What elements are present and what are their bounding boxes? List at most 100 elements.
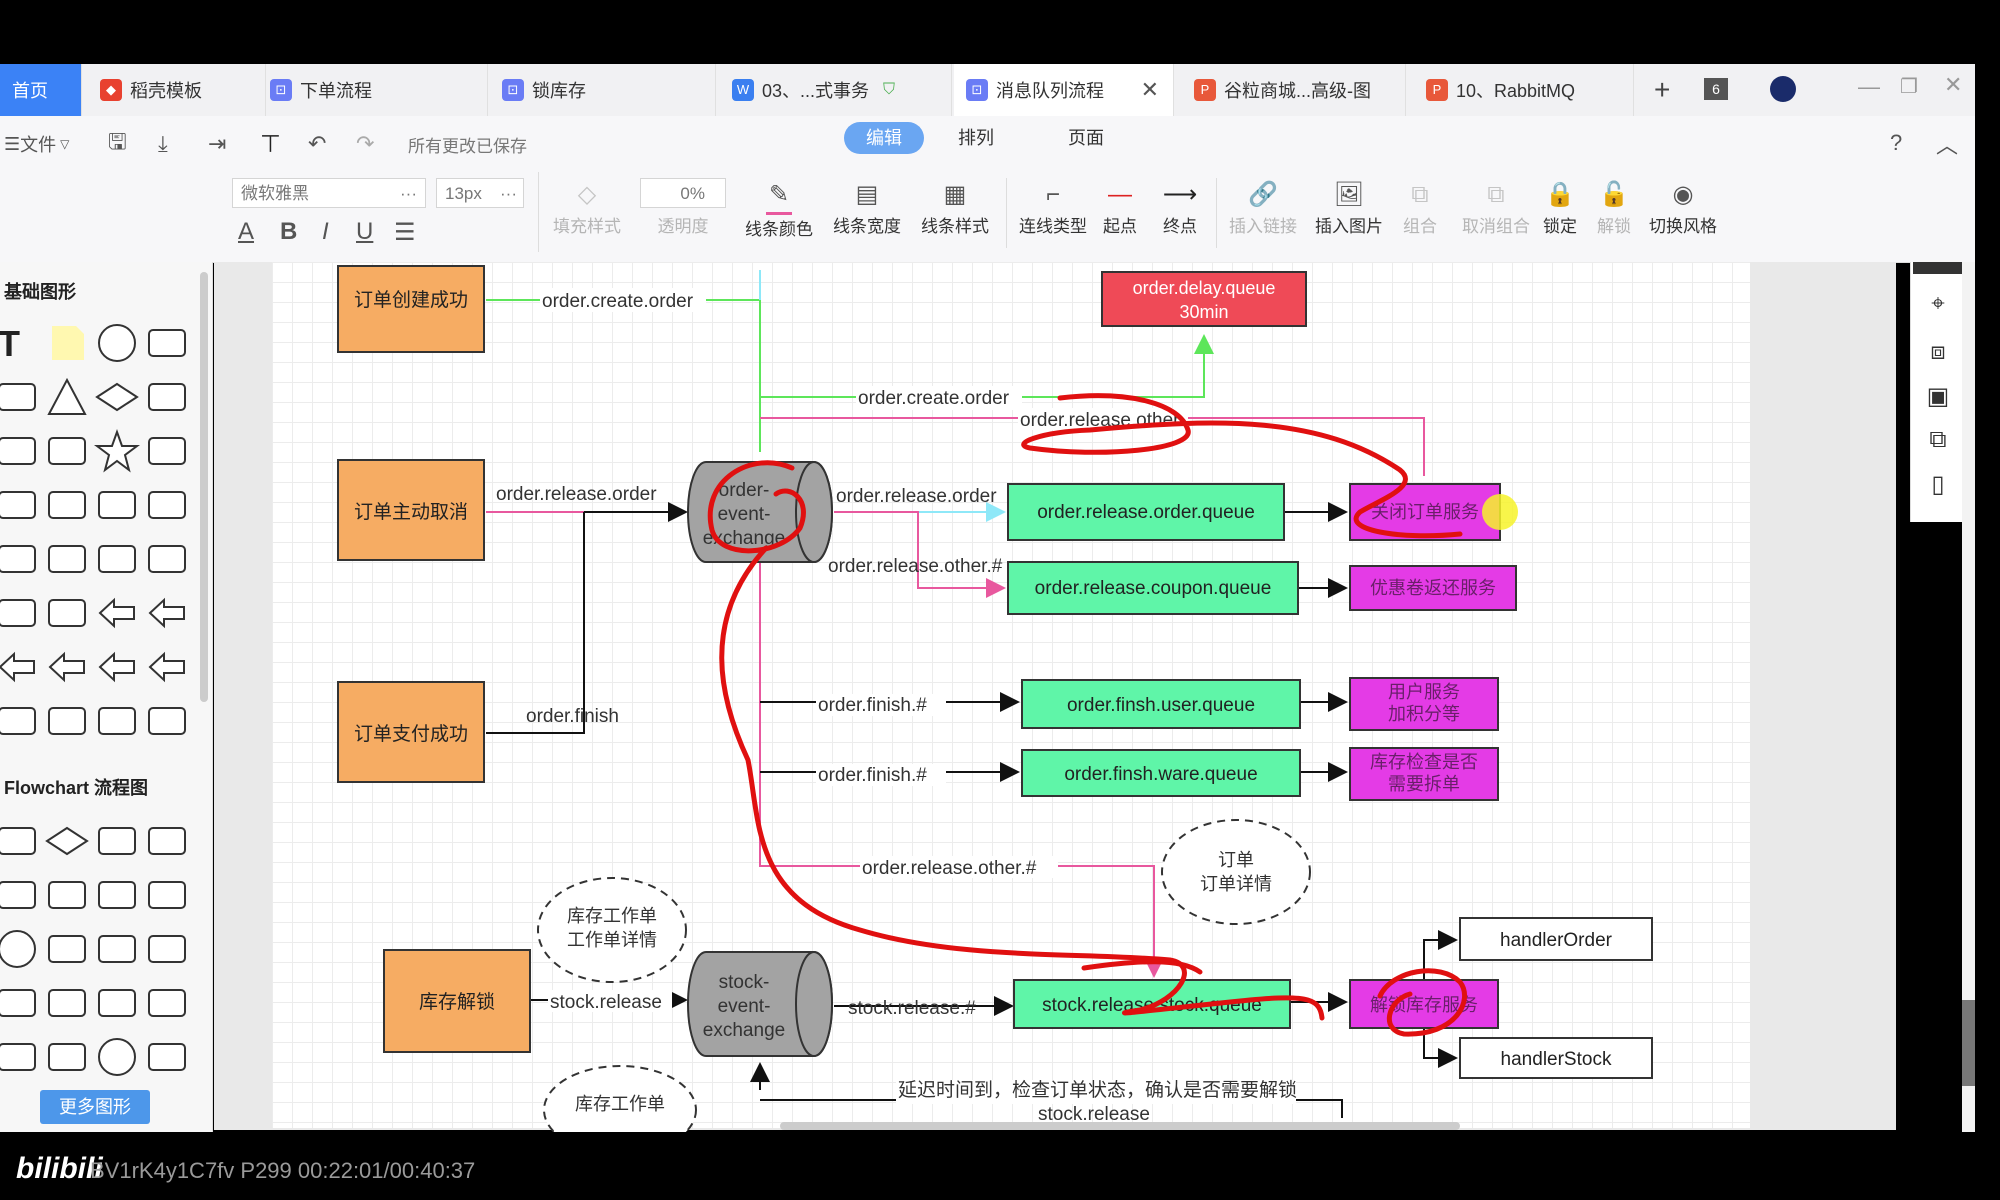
shape-circle-icon[interactable] — [0, 926, 40, 972]
mode-edit[interactable]: 编辑 — [844, 122, 924, 154]
shape-shape-icon[interactable] — [0, 482, 40, 528]
italic-icon[interactable]: I — [322, 218, 329, 245]
format-painter-icon[interactable]: ⊤ — [260, 130, 281, 158]
shape-rect-icon[interactable] — [0, 1034, 40, 1080]
shape-rect-icon[interactable] — [94, 872, 140, 918]
shape-doc-icon[interactable] — [144, 818, 190, 864]
shape-rect-icon[interactable] — [144, 872, 190, 918]
shape-brace-icon[interactable] — [144, 536, 190, 582]
download-icon[interactable]: ⤓ — [158, 131, 168, 156]
group-tool[interactable]: ⧉组合 — [1376, 178, 1464, 237]
shape-ellipse-icon[interactable] — [144, 482, 190, 528]
end-point-tool[interactable]: ⟶终点 — [1140, 178, 1220, 237]
line-color-tool[interactable]: ✎线条颜色 — [734, 178, 824, 240]
shape-trapezoid-icon[interactable] — [94, 926, 140, 972]
vertical-scrollbar[interactable] — [1962, 262, 1975, 1132]
restore-icon[interactable]: ❐ — [1900, 76, 1918, 98]
shape-funnel-icon[interactable] — [144, 428, 190, 474]
undo-icon[interactable]: ↶ — [308, 131, 327, 156]
minimize-icon[interactable]: — — [1858, 74, 1880, 99]
tab-docer[interactable]: ◆稻壳模板 — [88, 64, 266, 116]
panel-scrollbar[interactable] — [200, 272, 208, 702]
close-window-icon[interactable]: ✕ — [1944, 72, 1963, 97]
connector-type-tool[interactable]: ⌐连线类型 — [1008, 178, 1098, 237]
shape-diamond-icon[interactable] — [44, 818, 90, 864]
insert-link-tool[interactable]: 🔗插入链接 — [1218, 178, 1308, 237]
more-shapes-button[interactable]: 更多图形 — [40, 1090, 150, 1124]
avatar[interactable] — [1770, 76, 1796, 102]
save-icon[interactable]: 🖫 — [108, 129, 127, 154]
switch-style-tool[interactable]: ◉切换风格 — [1638, 178, 1728, 237]
horizontal-scrollbar[interactable] — [780, 1122, 1460, 1130]
shape-bend-icon[interactable] — [144, 698, 190, 744]
shape-rect-icon[interactable] — [44, 1034, 90, 1080]
shape-rect-icon[interactable] — [44, 872, 90, 918]
scroll-thumb[interactable] — [1962, 1000, 1975, 1086]
shape-hexagon-icon[interactable] — [0, 428, 40, 474]
shape-arrow-up-icon[interactable] — [44, 644, 90, 690]
shape-bend-icon[interactable] — [44, 698, 90, 744]
shape-brace-icon[interactable] — [94, 536, 140, 582]
file-menu[interactable]: ☰ 文件▽ — [4, 116, 69, 172]
shape-circle-icon[interactable] — [94, 1034, 140, 1080]
shape-note-icon[interactable] — [44, 320, 90, 366]
shape-circle-icon[interactable] — [94, 320, 140, 366]
shape-octagon-icon[interactable] — [44, 428, 90, 474]
align-icon[interactable]: ☰ — [394, 219, 416, 246]
shape-cross-icon[interactable] — [44, 482, 90, 528]
line-style-tool[interactable]: ▦线条样式 — [910, 178, 1000, 237]
shape-arrow-left-icon[interactable] — [94, 590, 140, 636]
shape-rect-icon[interactable] — [0, 374, 40, 420]
shape-wave-icon[interactable] — [0, 980, 40, 1026]
export-icon[interactable]: ⇥ — [208, 131, 227, 156]
tab-lock-stock[interactable]: ⊡锁库存 — [490, 64, 716, 116]
redo-icon[interactable]: ↷ — [356, 131, 375, 156]
shape-shield-icon[interactable] — [144, 1034, 190, 1080]
shape-triangle-icon[interactable] — [44, 374, 90, 420]
font-select[interactable]: 微软雅黑··· — [232, 178, 426, 208]
page-icon[interactable]: ▯ — [1931, 471, 1945, 498]
shape-bend-icon[interactable] — [94, 698, 140, 744]
shape-brace-icon[interactable] — [44, 536, 90, 582]
shape-rect-icon[interactable] — [144, 320, 190, 366]
mode-arrange[interactable]: 排列 — [958, 128, 994, 148]
close-tab-icon[interactable]: ✕ — [1140, 77, 1159, 102]
font-color-icon[interactable]: A — [238, 218, 255, 245]
tab-home[interactable]: 首页 — [0, 64, 82, 116]
shape-star-icon[interactable] — [94, 428, 140, 474]
tab-count-badge[interactable]: 6 — [1704, 78, 1728, 100]
new-tab-icon[interactable]: + — [1654, 74, 1671, 105]
shape-brace-icon[interactable] — [0, 536, 40, 582]
layers-icon[interactable]: ⧉ — [1929, 426, 1947, 453]
shape-rounded-icon[interactable] — [94, 818, 140, 864]
bold-icon[interactable]: B — [280, 218, 298, 245]
shape-arrow-down-icon[interactable] — [94, 644, 140, 690]
shape-pentagon-icon[interactable] — [144, 374, 190, 420]
lock-tool[interactable]: 🔒锁定 — [1520, 178, 1600, 237]
shape-trapezoid-icon[interactable] — [94, 980, 140, 1026]
shape-rect-icon[interactable] — [144, 926, 190, 972]
shape-edit-icon[interactable]: ⧈ — [1930, 338, 1946, 365]
shape-cloud-icon[interactable] — [94, 482, 140, 528]
underline-icon[interactable]: U — [356, 218, 374, 245]
tab-mq-flow[interactable]: ⊡消息队列流程✕ — [954, 64, 1174, 116]
shape-rect-icon[interactable] — [0, 818, 40, 864]
locate-icon[interactable]: ⌖ — [1931, 290, 1945, 317]
shape-parallelogram-icon[interactable] — [0, 872, 40, 918]
tab-order-flow[interactable]: ⊡下单流程 — [258, 64, 488, 116]
shape-T-icon[interactable]: T — [0, 320, 40, 366]
shape-arrow-lr-icon[interactable] — [0, 644, 40, 690]
shape-tab-icon[interactable] — [44, 590, 90, 636]
unlock-tool[interactable]: 🔓解锁 — [1574, 178, 1654, 237]
calendar-icon[interactable]: ▣ — [1926, 383, 1950, 410]
font-size-select[interactable]: 13px··· — [436, 178, 524, 208]
fill-style-tool[interactable]: ◇填充样式 — [542, 178, 632, 237]
shape-diamond-icon[interactable] — [94, 374, 140, 420]
shape-cylinder-icon[interactable] — [44, 926, 90, 972]
opacity-input[interactable]: 0% — [640, 178, 726, 208]
shape-hexagon-icon[interactable] — [144, 980, 190, 1026]
shape-arrow-right-icon[interactable] — [144, 590, 190, 636]
